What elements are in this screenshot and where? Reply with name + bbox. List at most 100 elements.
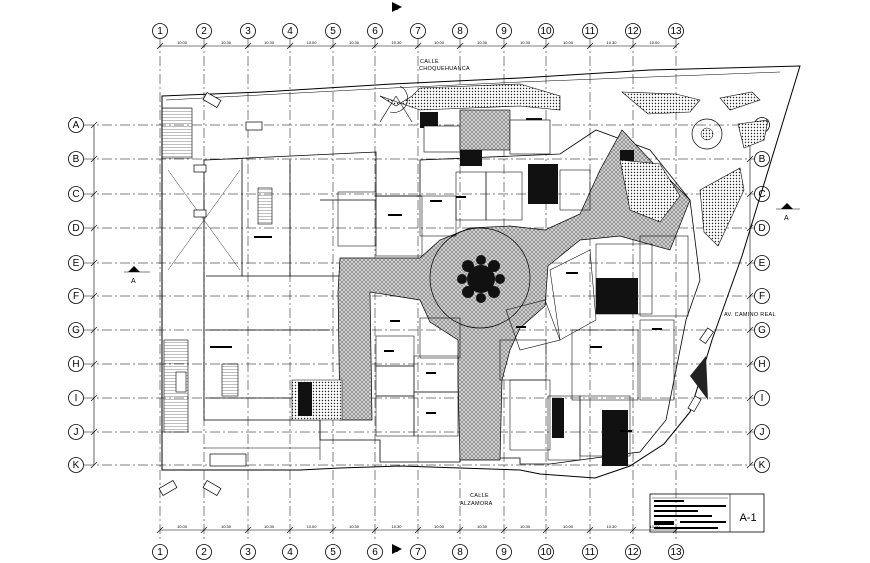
dimension-tick <box>244 526 252 534</box>
dimension-tick <box>746 461 754 469</box>
column-bubble <box>240 23 256 39</box>
row-bubble <box>68 255 84 271</box>
dimension-tick <box>456 42 464 50</box>
column-bubble <box>496 544 512 560</box>
bottom-dimension-value: 10.30 <box>520 524 531 529</box>
column-label: 13 <box>670 26 682 37</box>
column-label: 1 <box>157 26 163 37</box>
section-label-b-bottom: B <box>394 547 399 554</box>
row-bubble <box>754 322 770 338</box>
column-label: 11 <box>585 547 596 558</box>
street-bottom-line2: ALZAMORA <box>460 501 493 507</box>
row-bubble <box>68 457 84 473</box>
row-label: C <box>72 189 79 200</box>
dimension-tick <box>90 461 98 469</box>
parking-vehicles <box>158 92 714 496</box>
top-dimension-value: 10.30 <box>349 40 360 45</box>
column-label: 5 <box>330 547 336 558</box>
bottom-dimension-value: 10.30 <box>221 524 232 529</box>
bottom-dimension-value: 10.00 <box>177 524 188 529</box>
row-bubble <box>68 356 84 372</box>
column-label: 11 <box>585 26 596 37</box>
top-dimension-value: 10.00 <box>649 40 660 45</box>
section-marker-b-top: B <box>392 2 402 12</box>
bottom-dimension-value: 10.00 <box>649 524 660 529</box>
row-label: I <box>761 393 764 404</box>
bottom-dimension-value: 10.30 <box>477 524 488 529</box>
row-label: K <box>73 460 80 471</box>
landscape-planting <box>619 91 769 400</box>
dimension-tick <box>371 526 379 534</box>
column-label: 6 <box>372 26 378 37</box>
row-label: D <box>758 223 765 234</box>
column-label: 8 <box>457 26 463 37</box>
column-label: 9 <box>501 26 507 37</box>
top-dimension-value: 10.30 <box>606 40 617 45</box>
column-bubble <box>496 23 512 39</box>
column-label: 2 <box>201 547 207 558</box>
column-bubble <box>152 23 168 39</box>
dimension-tick <box>456 526 464 534</box>
street-top-line1: CALLE <box>420 59 439 65</box>
top-dimension-value: 10.30 <box>264 40 275 45</box>
top-dimension-value: 10.00 <box>563 40 574 45</box>
dimension-tick <box>542 526 550 534</box>
row-bubble <box>754 255 770 271</box>
bottom-dimension-value: 10.00 <box>434 524 445 529</box>
dimension-tick <box>414 526 422 534</box>
top-dimension-value: 10.30 <box>221 40 232 45</box>
column-bubble <box>582 23 598 39</box>
dimension-tick <box>244 42 252 50</box>
sheet-number: A-1 <box>739 512 757 524</box>
dimension-tick <box>629 42 637 50</box>
row-label: G <box>72 325 80 336</box>
column-bubble <box>152 544 168 560</box>
top-dimension-value: 10.00 <box>177 40 188 45</box>
column-label: 13 <box>670 547 682 558</box>
column-bubble <box>625 23 641 39</box>
bottom-dimension-value: 10.00 <box>306 524 317 529</box>
column-bubble <box>410 23 426 39</box>
north-entrance <box>379 83 561 155</box>
dimension-tick <box>286 42 294 50</box>
column-bubble <box>367 544 383 560</box>
bottom-dimension-value: 10.30 <box>391 524 402 529</box>
column-bubble <box>452 544 468 560</box>
row-label: H <box>758 359 765 370</box>
column-bubble <box>240 544 256 560</box>
dimension-tick <box>746 190 754 198</box>
bottom-dimension-value: 10.30 <box>606 524 617 529</box>
column-label: 3 <box>245 547 251 558</box>
dimension-tick <box>746 394 754 402</box>
section-marker-a-left: A <box>124 266 150 285</box>
column-bubble <box>582 544 598 560</box>
column-label: 10 <box>540 26 552 37</box>
top-dimension-value: 10.00 <box>306 40 317 45</box>
dimension-tick <box>200 42 208 50</box>
dimension-tick <box>90 155 98 163</box>
column-label: 4 <box>287 26 293 37</box>
column-label: 1 <box>157 547 163 558</box>
dimension-tick <box>746 360 754 368</box>
row-label: A <box>73 120 80 131</box>
row-label: E <box>73 258 80 269</box>
section-label-a-right: A <box>784 215 789 222</box>
section-marker-a-right: A <box>776 203 800 222</box>
top-dimension-value: 10.30 <box>520 40 531 45</box>
column-label: 10 <box>540 547 552 558</box>
dimension-tick <box>90 224 98 232</box>
row-bubble <box>68 117 84 133</box>
column-label: 6 <box>372 547 378 558</box>
street-top-line2: CHOQUEHUANCA <box>419 66 470 72</box>
dimension-tick <box>542 42 550 50</box>
dimension-tick <box>746 259 754 267</box>
row-bubble <box>68 220 84 236</box>
bottom-dimension-value: 10.30 <box>264 524 275 529</box>
row-label: D <box>72 223 79 234</box>
dimension-tick <box>500 42 508 50</box>
column-label: 12 <box>627 547 639 558</box>
dimension-tick <box>90 190 98 198</box>
row-label: I <box>75 393 78 404</box>
